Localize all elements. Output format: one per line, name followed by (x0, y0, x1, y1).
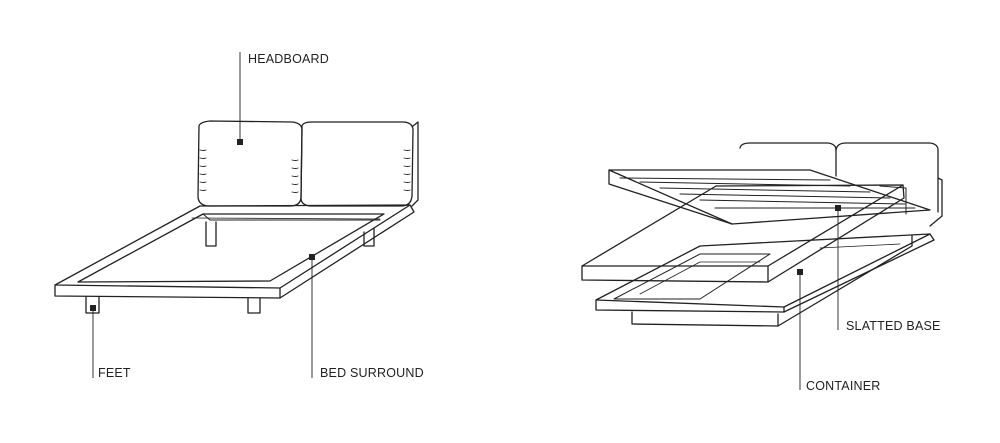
left-front-legs (85, 296, 261, 314)
left-bed-surround (54, 204, 415, 299)
right-slatted-base (608, 169, 931, 225)
right-bed-drawing (581, 142, 943, 327)
right-base-plinth (631, 235, 913, 327)
headboard-label: HEADBOARD (248, 52, 329, 66)
right-markers (797, 205, 841, 275)
slatted-base-label: SLATTED BASE (846, 319, 941, 333)
bed-surround-label: BED SURROUND (320, 366, 424, 380)
container-label: CONTAINER (806, 379, 881, 393)
feet-label: FEET (98, 366, 131, 380)
right-headboard (739, 142, 943, 227)
left-headboard (197, 120, 419, 207)
right-leaders (799, 208, 839, 390)
right-bed-surround (595, 233, 935, 313)
left-bed-drawing (54, 120, 419, 314)
left-leaders (92, 52, 313, 378)
left-markers (90, 139, 315, 311)
right-container (581, 184, 905, 283)
